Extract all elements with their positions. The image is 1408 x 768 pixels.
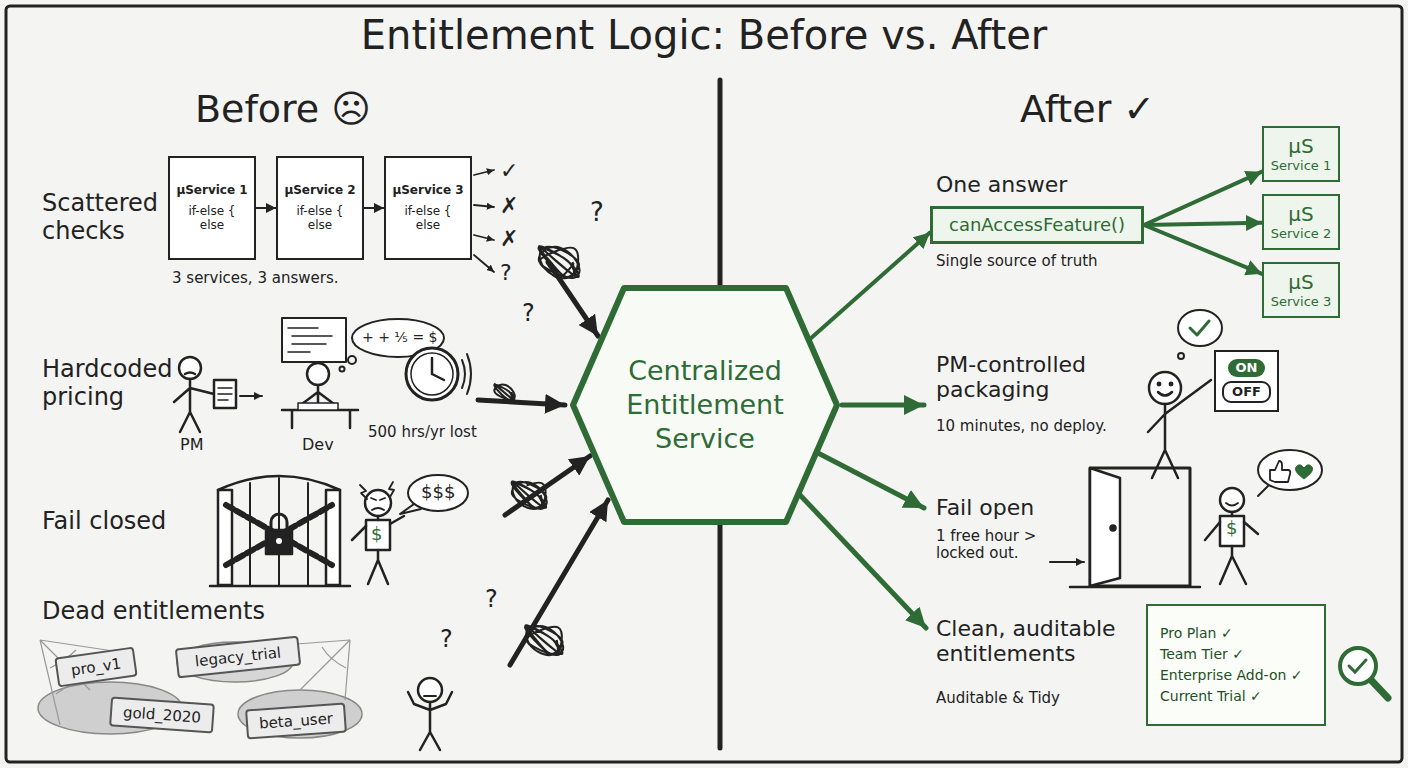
node-text: canAccessFeature() (949, 214, 1125, 236)
text-label: ? (590, 198, 604, 228)
connector-arrow (810, 233, 930, 339)
service-box: µSService 1 (1262, 126, 1340, 182)
text-label: ✓ (500, 158, 518, 183)
text-label: PM (180, 436, 203, 454)
text-label: After ✓ (1020, 88, 1155, 132)
node-text: µS (1288, 134, 1313, 158)
connector-arrow (256, 207, 276, 209)
node-text: Team Tier ✓ (1160, 646, 1244, 663)
service-hexagon: Centralized Entitlement Service (570, 285, 840, 525)
service-box: µService 3 if-else {else (384, 156, 472, 260)
node-text: if-else { (296, 204, 343, 218)
text-label: PM-controlled packaging (936, 352, 1126, 403)
connector-arrow (1144, 223, 1262, 225)
node-text: else (416, 218, 440, 232)
text-label: $ (371, 524, 382, 545)
inflow-arrows (478, 262, 608, 665)
connector-arrow (1144, 172, 1262, 225)
happy-pm (1148, 310, 1222, 478)
toggle-switch: ON OFF (1214, 350, 1279, 412)
node-text: µS (1288, 202, 1313, 226)
service-box: µSService 2 (1262, 194, 1340, 250)
node-text: OFF (1222, 381, 1271, 403)
node-text: if-else { (404, 204, 451, 218)
text-label: Hardcoded pricing (42, 356, 192, 411)
entitlement-tag: pro_v1 (54, 647, 137, 688)
text-label: Single source of truth (936, 253, 1098, 270)
magnifier (1340, 648, 1388, 698)
node-text: µService 1 (176, 183, 247, 197)
function-box: canAccessFeature() (930, 206, 1144, 244)
scribble (538, 246, 579, 278)
node-text: gold_2020 (122, 703, 201, 726)
text-label: One answer (936, 172, 1067, 197)
node-text: else (308, 218, 332, 232)
text-label: Before ☹ (195, 88, 371, 132)
text-label: Fail open (936, 495, 1034, 520)
service-box: µSService 3 (1262, 262, 1340, 318)
node-text: Enterprise Add-on ✓ (1160, 667, 1303, 684)
checklist-paper: Pro Plan ✓ Team Tier ✓ Enterprise Add-on ✓… (1146, 604, 1326, 726)
text-label: $$$ (421, 482, 455, 503)
text-label: Clean, auditable entitlements (936, 616, 1151, 667)
text-label: + + ⅕ = $ (362, 329, 437, 345)
open-door (1050, 450, 1322, 587)
text-label: 500 hrs/yr lost (368, 424, 477, 441)
node-text: legacy_trial (194, 644, 282, 671)
node-text: Pro Plan ✓ (1160, 625, 1233, 642)
node-text: Service 2 (1271, 226, 1331, 242)
service-box: µService 2 if-else {else (276, 156, 364, 260)
dead-entitlement-clouds (38, 640, 362, 738)
frame (6, 6, 1402, 762)
node-text: ON (1228, 359, 1266, 377)
text-label: $ (1226, 518, 1237, 539)
scribble (494, 384, 515, 400)
check-arrows (474, 170, 494, 272)
tangle-scribbles (494, 246, 579, 655)
node-text: beta_user (258, 709, 333, 732)
text-label: Fail closed (42, 508, 166, 536)
node-text: Centralized Entitlement Service (595, 354, 815, 455)
text-label: Dev (302, 436, 334, 454)
shrug-figure (408, 678, 452, 750)
connector-arrow (364, 207, 384, 209)
node-text: µService 3 (392, 183, 463, 197)
text-label: ✗ (500, 193, 518, 218)
node-text: if-else { (188, 204, 235, 218)
diagram-title: Entitlement Logic: Before vs. After (0, 12, 1408, 58)
text-label: Dead entitlements (42, 598, 265, 626)
text-label: 1 free hour > locked out. (936, 528, 1086, 563)
text-label: ? (522, 300, 535, 328)
node-text: µS (1288, 270, 1313, 294)
locked-gate (210, 475, 468, 586)
node-text: pro_v1 (70, 655, 122, 680)
pm-and-dev (174, 318, 471, 432)
text-label: ✗ (500, 226, 518, 251)
text-label: 10 minutes, no deploy. (936, 418, 1107, 435)
connector-arrow (1144, 225, 1262, 274)
service-box: µService 1 if-else {else (168, 156, 256, 260)
node-text: else (200, 218, 224, 232)
text-label: 3 services, 3 answers. (172, 270, 338, 287)
text-label: ? (440, 626, 453, 654)
node-text: Service 1 (1271, 158, 1331, 174)
text-label: Auditable & Tidy (936, 690, 1060, 707)
node-text: µService 2 (284, 183, 355, 197)
node-text: Current Trial ✓ (1160, 688, 1262, 705)
text-label: ? (485, 586, 498, 614)
text-label: ? (500, 260, 512, 285)
node-text: Service 3 (1271, 294, 1331, 310)
